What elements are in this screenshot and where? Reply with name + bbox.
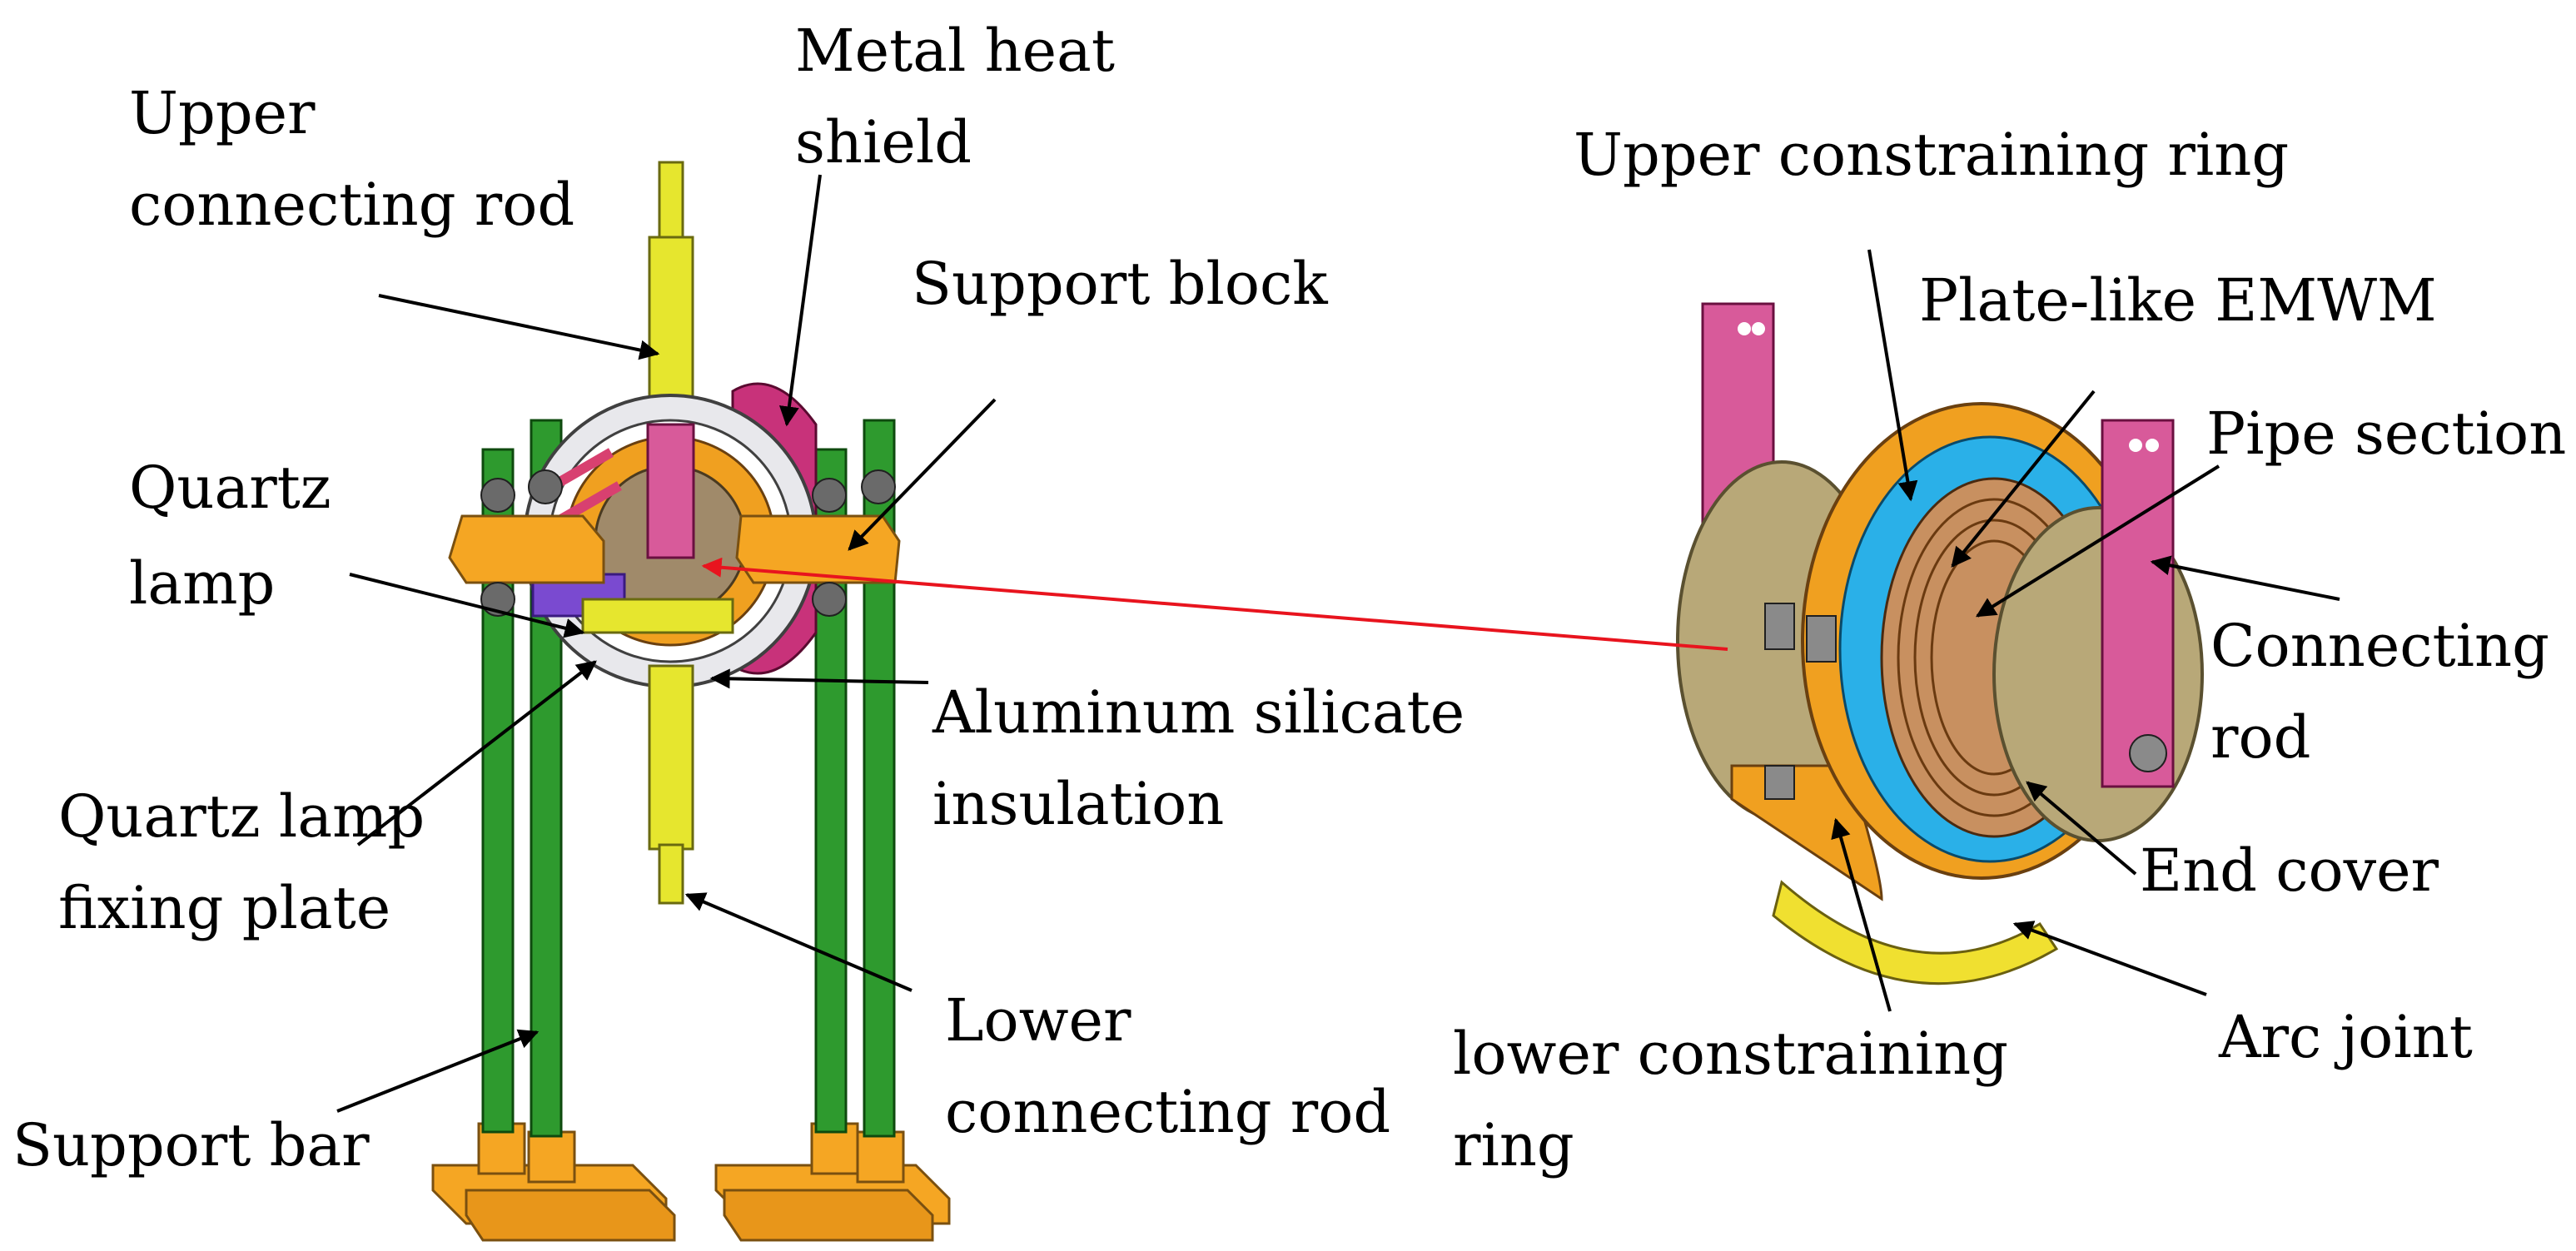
- detail-pointer-arrow: [701, 557, 1728, 651]
- arrow-end-cover: [2026, 781, 2137, 876]
- arrow-upper-connecting-rod: [378, 294, 660, 360]
- svg-text:lamp: lamp: [129, 549, 275, 618]
- svg-text:Support bar: Support bar: [12, 1111, 370, 1179]
- svg-text:fixing plate: fixing plate: [58, 874, 390, 942]
- arrow-aluminum-silicate-insulation: [709, 668, 929, 689]
- arrow-metal-heat-shield: [778, 174, 822, 427]
- svg-text:lower constraining: lower constraining: [1453, 1020, 2008, 1088]
- svg-text:Upper constraining ring: Upper constraining ring: [1574, 121, 2289, 189]
- svg-text:insulation: insulation: [932, 770, 1224, 838]
- leader-arrows: [336, 174, 2340, 1113]
- svg-text:Quartz lamp: Quartz lamp: [58, 782, 425, 851]
- svg-text:connecting rod: connecting rod: [945, 1078, 1390, 1146]
- arrow-support-block: [848, 398, 997, 551]
- label-end-cover: End cover: [2140, 836, 2439, 905]
- label-arc-joint: Arc joint: [2218, 1003, 2473, 1071]
- connecting-rod-right-shape: [2101, 419, 2175, 788]
- svg-text:Arc joint: Arc joint: [2218, 1003, 2473, 1071]
- lower-connecting-rod-shape: [648, 664, 694, 905]
- label-quartz-lamp: Quartz lamp: [129, 454, 331, 618]
- arrow-connecting-rod: [2150, 555, 2340, 601]
- arrow-lower-constraining-ring: [1831, 817, 1892, 1012]
- arrow-quartz-lamp: [349, 573, 585, 638]
- label-plate-like-emwm: Plate-like EMWM: [1919, 266, 2437, 335]
- svg-text:Quartz: Quartz: [129, 454, 331, 522]
- svg-text:shield: shield: [795, 108, 972, 176]
- svg-text:rod: rod: [2210, 703, 2310, 772]
- svg-text:Support block: Support block: [912, 250, 1328, 318]
- right-assembly: [1676, 302, 2204, 985]
- pink-link: [646, 423, 695, 559]
- label-pipe-section: Pipe section: [2206, 400, 2566, 468]
- svg-text:Upper: Upper: [129, 79, 316, 147]
- svg-text:Aluminum silicate: Aluminum silicate: [932, 678, 1465, 747]
- arrow-lower-connecting-rod: [684, 892, 913, 992]
- arc-joint-shape: [1772, 880, 2059, 985]
- arrow-plate-like-emwm: [1951, 390, 2096, 568]
- svg-text:Plate-like EMWM: Plate-like EMWM: [1919, 266, 2437, 335]
- arrow-pipe-section: [1975, 464, 2220, 618]
- left-base-plates: [431, 1122, 951, 1242]
- svg-text:connecting rod: connecting rod: [129, 171, 574, 239]
- svg-text:Metal heat: Metal heat: [795, 17, 1115, 85]
- label-metal-heat-shield: Metal heat shield: [795, 17, 1115, 176]
- arrow-arc-joint: [2012, 921, 2207, 996]
- label-quartz-lamp-fixing-plate: Quartz lamp fixing plate: [58, 782, 425, 942]
- label-aluminum-silicate-insulation: Aluminum silicate insulation: [932, 678, 1465, 838]
- label-support-bar: Support bar: [12, 1111, 370, 1179]
- bolts: [1764, 603, 1837, 800]
- svg-text:Connecting: Connecting: [2210, 612, 2549, 680]
- label-lower-connecting-rod: Lower connecting rod: [945, 986, 1390, 1146]
- svg-text:Lower: Lower: [945, 986, 1131, 1055]
- svg-text:Pipe section: Pipe section: [2206, 400, 2566, 468]
- svg-text:End cover: End cover: [2140, 836, 2439, 905]
- label-support-block: Support block: [912, 250, 1328, 318]
- label-lower-constraining-ring: lower constraining ring: [1453, 1020, 2008, 1179]
- arrow-upper-constraining-ring: [1867, 249, 1918, 502]
- left-assembly: [431, 161, 951, 1242]
- svg-text:ring: ring: [1453, 1111, 1574, 1179]
- label-upper-connecting-rod: Upper connecting rod: [129, 79, 574, 239]
- arrow-quartz-lamp-fixing-plate: [356, 660, 597, 846]
- arrow-support-bar: [336, 1029, 540, 1113]
- label-upper-constraining-ring: Upper constraining ring: [1574, 121, 2289, 189]
- label-connecting-rod: Connecting rod: [2210, 612, 2549, 772]
